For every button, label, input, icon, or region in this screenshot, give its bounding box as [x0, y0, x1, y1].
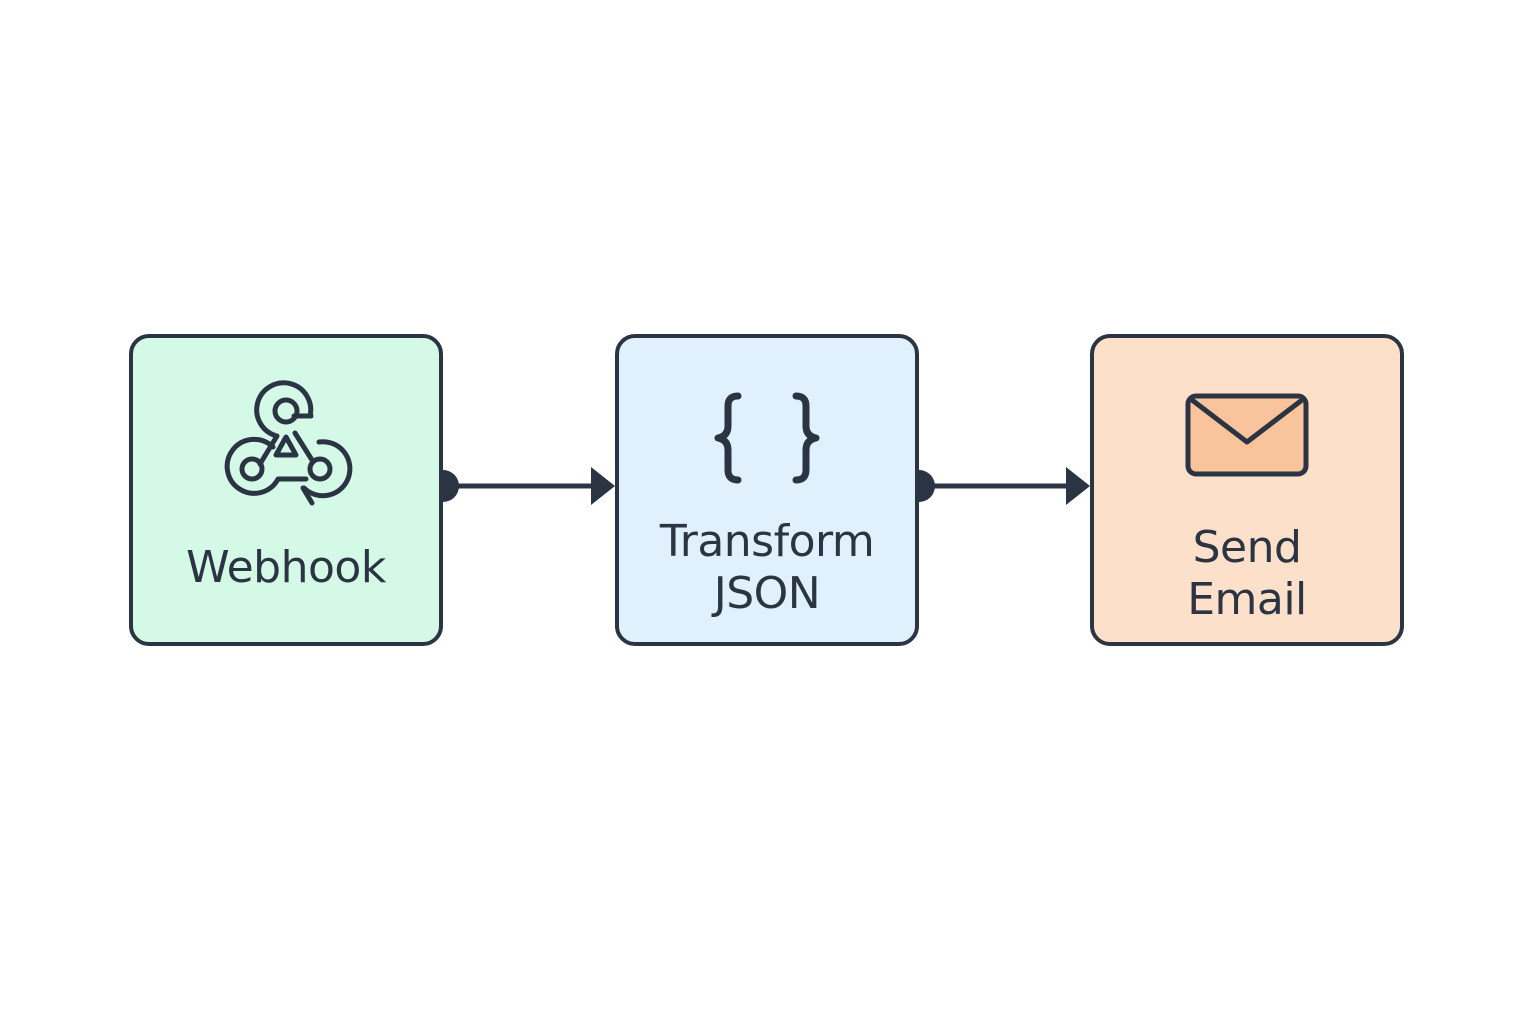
node-label-transform-text: Transform JSON — [659, 516, 875, 619]
output-port-transform[interactable] — [919, 470, 935, 502]
arrowhead-1 — [591, 467, 615, 505]
node-label-email: Send Email — [1094, 522, 1400, 626]
arrowhead-2 — [1066, 467, 1090, 505]
node-label-transform: Transform JSON — [619, 516, 915, 620]
output-port-webhook[interactable] — [443, 470, 459, 502]
curly-braces-icon — [619, 390, 915, 486]
node-send-email[interactable]: Send Email — [1090, 334, 1404, 646]
envelope-icon — [1094, 392, 1400, 478]
node-label-email-text: Send Email — [1187, 522, 1307, 625]
node-transform-json[interactable]: Transform JSON — [615, 334, 919, 646]
connection-transform-to-email[interactable] — [919, 467, 1090, 505]
node-label-webhook: Webhook — [186, 542, 386, 593]
connection-webhook-to-transform[interactable] — [443, 467, 615, 505]
node-webhook[interactable]: Webhook — [129, 334, 443, 646]
webhook-icon — [133, 380, 439, 510]
